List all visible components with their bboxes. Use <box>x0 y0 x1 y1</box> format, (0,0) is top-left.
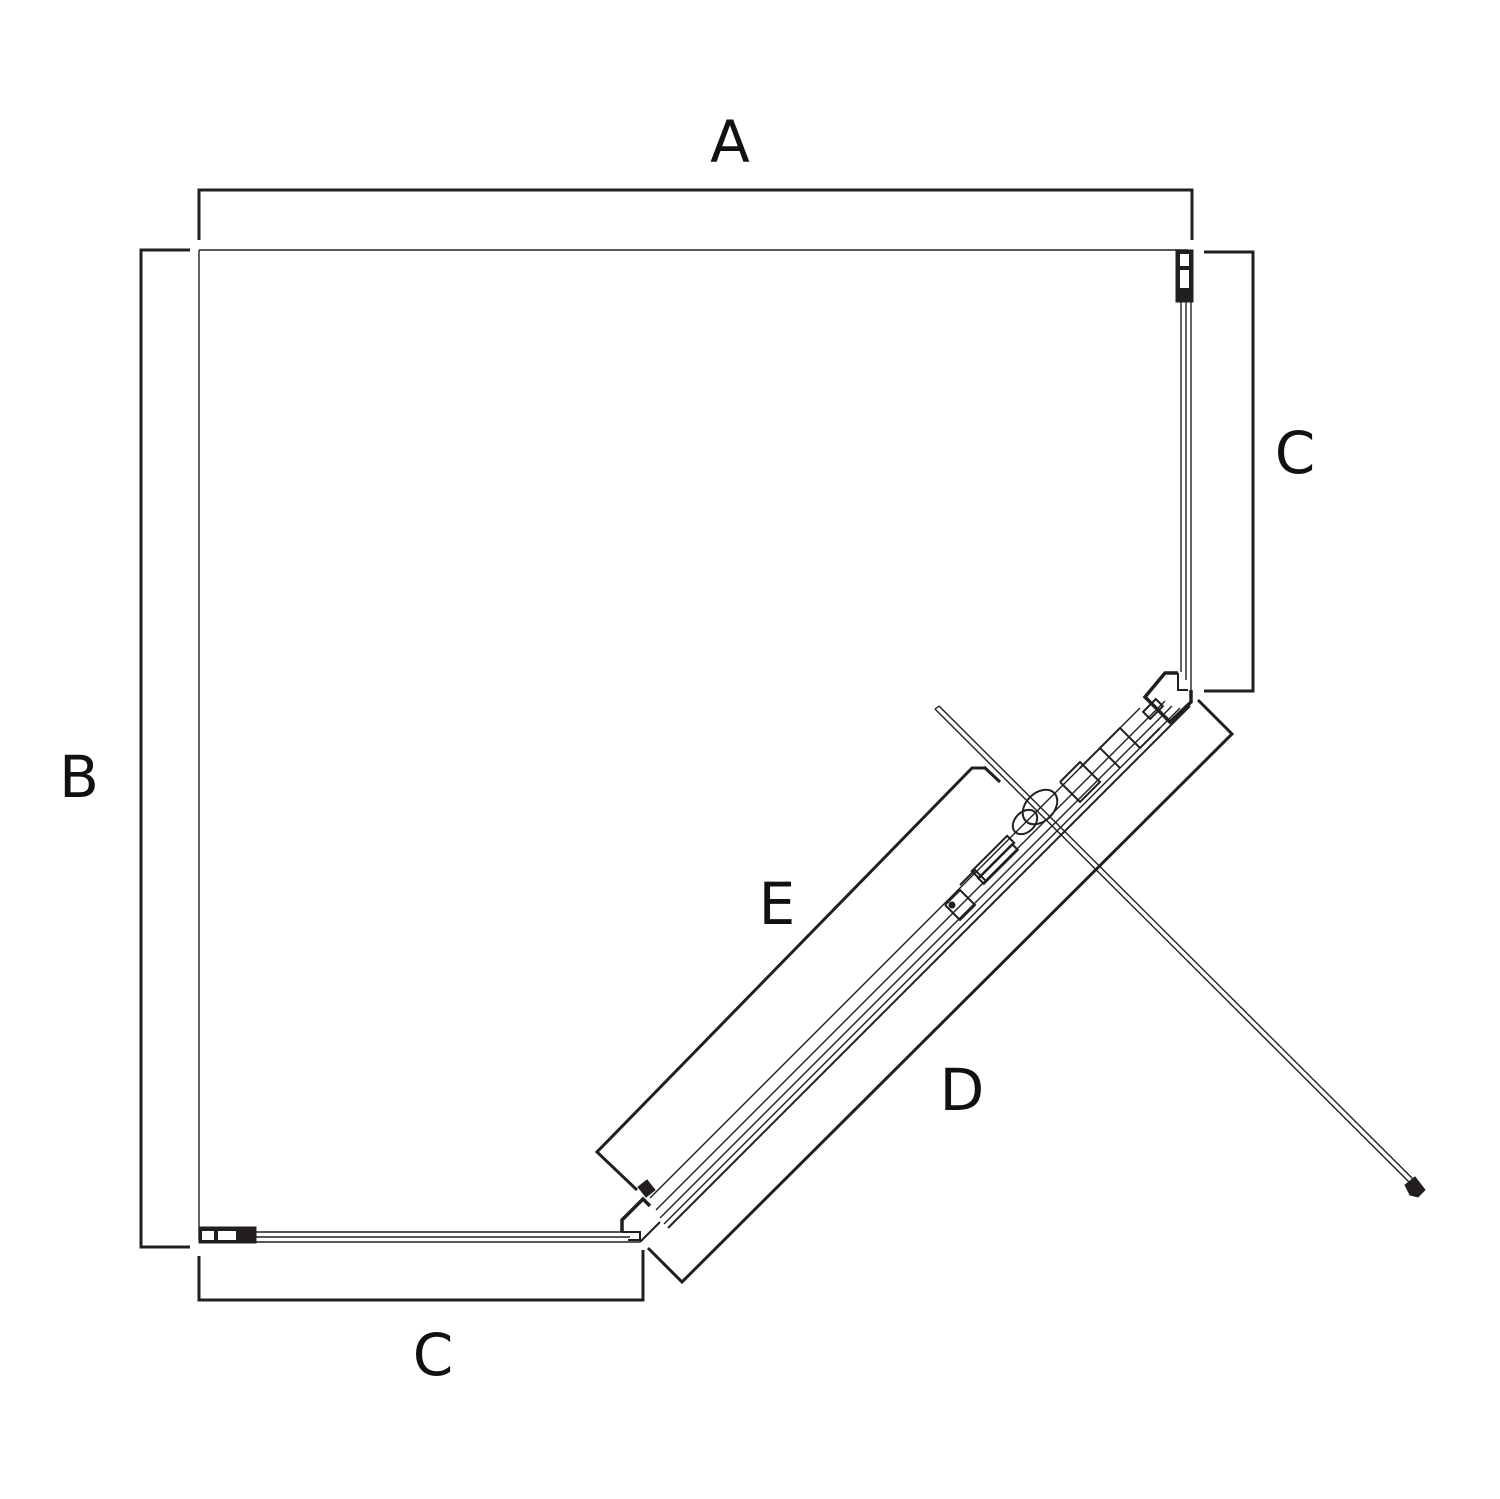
dimension-c-right <box>1204 250 1255 693</box>
open-door <box>934 705 1426 1198</box>
label-a: A <box>710 108 750 176</box>
dimension-b <box>139 248 190 1249</box>
label-d: D <box>940 1056 985 1124</box>
dimension-e <box>594 765 1002 1192</box>
dimension-a <box>197 188 1194 240</box>
diagonal-front-panel <box>649 700 1191 1229</box>
dimension-d <box>646 698 1235 1285</box>
top-corner-post <box>1142 671 1193 725</box>
wall-outline <box>198 249 1188 1240</box>
label-e: E <box>759 870 796 938</box>
label-c-right: C <box>1275 419 1316 487</box>
bottom-corner-post <box>620 1179 661 1243</box>
bottom-side-panel <box>198 1226 640 1244</box>
right-side-panel <box>1175 249 1194 690</box>
label-c-bottom: C <box>413 1321 454 1389</box>
label-b: B <box>59 743 99 811</box>
door-hardware <box>944 697 1165 922</box>
dimension-c-bottom <box>197 1250 645 1302</box>
